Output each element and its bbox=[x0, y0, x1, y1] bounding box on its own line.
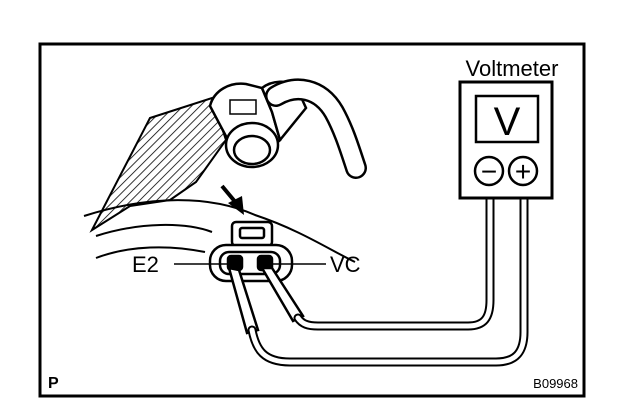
positive-lead-wire bbox=[293, 191, 495, 331]
test-probes bbox=[227, 266, 305, 335]
connect-arrow-icon bbox=[220, 184, 244, 215]
positive-terminal bbox=[507, 155, 539, 187]
figure-code-label: B09968 bbox=[533, 376, 578, 391]
corner-code-label: P bbox=[48, 375, 59, 392]
vacuum-hose bbox=[265, 78, 367, 179]
negative-lead-wire bbox=[247, 191, 529, 367]
figure-frame bbox=[38, 42, 586, 398]
voltmeter-display bbox=[474, 94, 540, 144]
positive-terminal-sign: + bbox=[515, 156, 531, 187]
negative-lead-wire-core bbox=[249, 193, 527, 365]
sensor-body bbox=[208, 80, 308, 169]
positive-lead-wire-core bbox=[295, 193, 493, 329]
negative-terminal bbox=[473, 155, 505, 187]
e2-pin-label: E2 bbox=[132, 252, 159, 277]
voltmeter-symbol: V bbox=[494, 100, 521, 144]
vc-pin-label: VC bbox=[330, 252, 361, 277]
mounting-bracket bbox=[89, 96, 228, 233]
voltmeter: V − + bbox=[458, 80, 554, 200]
sensor-connector bbox=[208, 220, 294, 283]
voltmeter-title: Voltmeter bbox=[466, 56, 559, 81]
negative-terminal-sign: − bbox=[481, 156, 497, 187]
